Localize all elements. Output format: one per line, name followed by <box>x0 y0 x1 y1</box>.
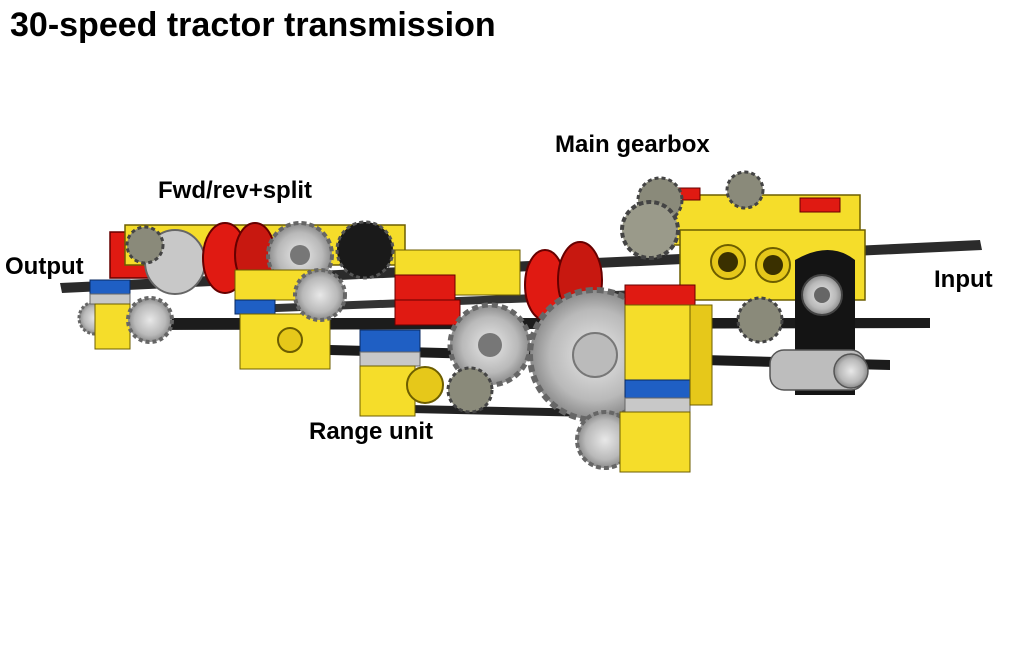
label-input: Input <box>934 266 993 293</box>
range-unit-block <box>359 241 603 417</box>
label-fwd-rev-split: Fwd/rev+split <box>158 177 313 204</box>
fwd-rev-split-unit <box>109 220 406 295</box>
label-main-gearbox: Main gearbox <box>555 131 710 158</box>
label-range-unit: Range unit <box>309 418 433 445</box>
diagram-title: 30-speed tractor transmission <box>10 6 496 44</box>
main-gearbox-gears <box>620 170 784 344</box>
output-block <box>77 279 174 350</box>
middle-block <box>234 268 347 370</box>
main-gearbox-front-pillar <box>619 284 713 473</box>
label-output: Output <box>5 253 84 280</box>
